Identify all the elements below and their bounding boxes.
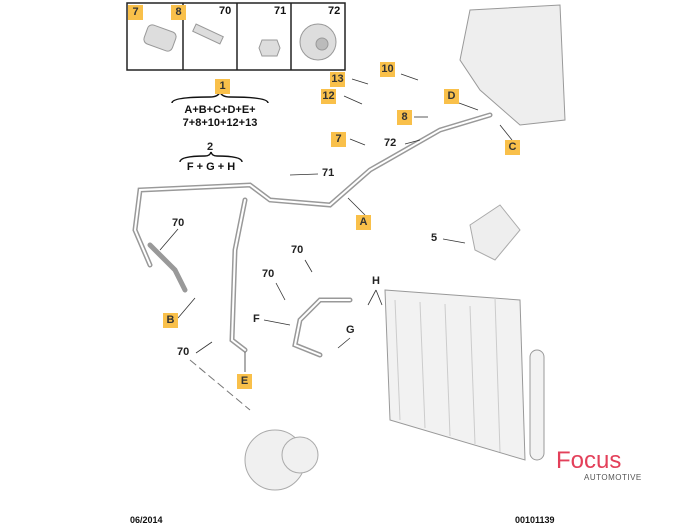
seal-kit-5 [469,204,521,261]
kit-2-line1: F + G + H [186,161,236,173]
tag-A: A [356,215,371,230]
label-70-a: 70 [172,217,185,229]
label-72: 72 [384,137,397,149]
label-H: H [372,275,380,287]
parts-table [126,2,346,71]
pipe-f [292,297,353,358]
tag-13: 13 [330,72,345,87]
screw-71-icon [258,39,281,57]
tag-7-assembly: 7 [331,132,346,147]
footer-ref: 00101139 [515,515,555,525]
tag-12: 12 [321,89,336,104]
tag-10: 10 [380,62,395,77]
part-72-label: 72 [328,5,341,17]
condenser [384,289,545,461]
tag-8: 8 [171,5,186,20]
label-70-c: 70 [291,244,304,256]
label-71: 71 [322,167,335,179]
tag-D: D [444,89,459,104]
pin-icon [143,24,177,52]
label-5: 5 [431,232,438,244]
label-F: F [253,313,260,325]
tag-C: C [505,140,520,155]
tag-7: 7 [128,5,143,20]
kit-1-tag: 1 [215,79,230,94]
footer-date: 06/2014 [130,515,163,525]
logo-text: Focus [556,447,622,474]
pipe-b [147,242,188,293]
kit-2-num: 2 [207,141,214,153]
label-70-b: 70 [177,346,190,358]
logo-subtext: AUTOMOTIVE [584,473,642,482]
part-70-label: 70 [219,5,232,17]
label-70-d: 70 [262,268,275,280]
brace-2 [179,151,243,163]
engine-block [459,4,566,126]
kit-1-line1: A+B+C+D+E+ [184,104,256,116]
compressor [244,429,319,491]
label-G: G [346,324,355,336]
screw-70-icon [192,23,224,45]
tag-E: E [237,374,252,389]
tag-8-assembly: 8 [397,110,412,125]
kit-1-line2: 7+8+10+12+13 [182,117,258,129]
part-71-label: 71 [274,5,287,17]
tag-B: B [163,313,178,328]
